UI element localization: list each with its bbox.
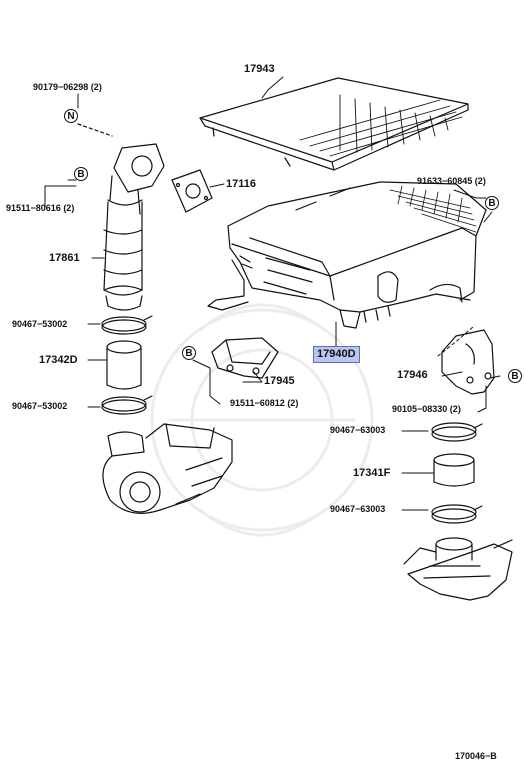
reference-marker-b-pipe: B: [74, 167, 88, 181]
leader-lines: [44, 76, 501, 511]
watermark-emblem: [150, 303, 374, 537]
callout-90179-06298[interactable]: 90179−06298 (2): [33, 82, 102, 92]
intercooler-drawing: [207, 181, 487, 329]
turbocharger-drawing: [102, 423, 233, 514]
callout-91633-60845[interactable]: 91633−60845 (2): [417, 176, 486, 186]
callout-91511-60812[interactable]: 91511−60812 (2): [230, 398, 299, 408]
callout-17940d-highlighted[interactable]: 17940D: [313, 346, 360, 363]
reference-marker-b-text: B: [77, 168, 85, 180]
hose-clamp-lower-drawing: [101, 395, 153, 415]
callout-90467-63003-upper[interactable]: 90467−63003: [330, 425, 386, 435]
callout-90467-63003-lower[interactable]: 90467−63003: [330, 504, 386, 514]
intercooler-cover-drawing: [199, 77, 469, 171]
reference-marker-b-text: B: [511, 370, 519, 382]
callout-90105-08330[interactable]: 90105−08330 (2): [392, 404, 461, 414]
hose-clamp-right-upper-drawing: [431, 422, 483, 442]
throttle-body-drawing: [403, 537, 513, 601]
hose-clamp-upper-drawing: [101, 315, 153, 335]
reference-marker-n-text: N: [67, 110, 75, 122]
callout-91511-80616[interactable]: 91511−80616 (2): [6, 203, 75, 213]
reference-marker-b-bracket-17945: B: [182, 346, 196, 360]
callout-17946[interactable]: 17946: [397, 369, 428, 381]
intake-hose-left-drawing: [106, 340, 142, 390]
callout-17341f[interactable]: 17341F: [353, 467, 391, 479]
reference-marker-b-intercooler: B: [485, 196, 499, 210]
diagram-id: 170046−B: [455, 751, 497, 761]
callout-17943[interactable]: 17943: [244, 63, 275, 75]
callout-17861[interactable]: 17861: [49, 252, 80, 264]
bracket-17945-drawing: [211, 337, 279, 379]
reference-marker-n: N: [64, 109, 78, 123]
reference-marker-b-text: B: [488, 197, 496, 209]
callout-17342d[interactable]: 17342D: [39, 354, 78, 366]
elbow-pipe-drawing: [103, 143, 165, 311]
reference-marker-b-bracket-17946: B: [508, 369, 522, 383]
callout-17945[interactable]: 17945: [264, 375, 295, 387]
hose-clamp-right-lower-drawing: [431, 504, 483, 524]
callout-17116[interactable]: 17116: [226, 178, 256, 190]
gasket-drawing: [171, 169, 213, 213]
reference-marker-b-text: B: [185, 347, 193, 359]
callout-90467-53002-lower[interactable]: 90467−53002: [12, 401, 68, 411]
callout-90467-53002-upper[interactable]: 90467−53002: [12, 319, 68, 329]
intake-hose-right-drawing: [433, 453, 475, 487]
bracket-17946-drawing: [441, 329, 495, 395]
